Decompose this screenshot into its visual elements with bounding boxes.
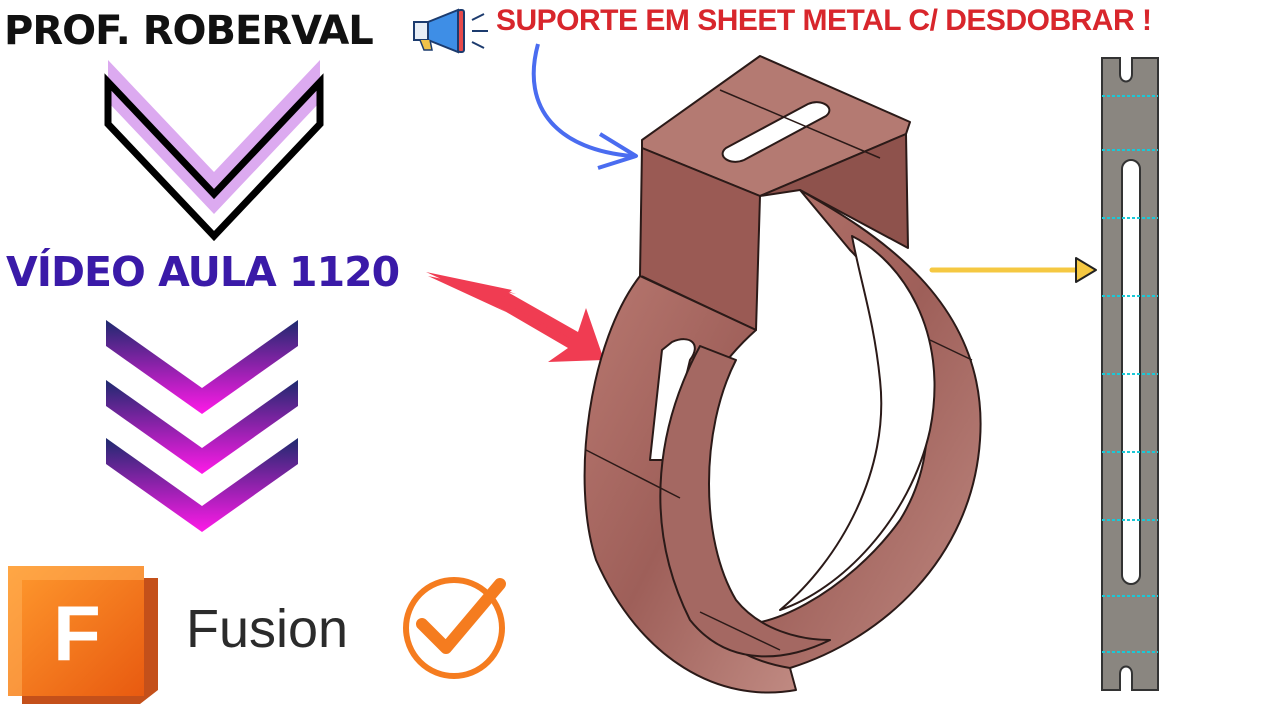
flat-pattern — [1101, 57, 1159, 691]
lesson-number: VÍDEO AULA 1120 — [6, 248, 400, 296]
fusion-logo-icon — [8, 566, 158, 704]
fusion-brand-name: Fusion — [186, 599, 349, 659]
curved-arrow-icon — [531, 43, 638, 170]
chevron-down-stack-icon — [106, 320, 298, 532]
author-name: PROF. ROBERVAL — [4, 8, 374, 54]
checkmark-circle-icon — [403, 577, 506, 679]
lightning-arrow-icon — [426, 272, 604, 362]
video-headline: SUPORTE EM SHEET METAL C/ DESDOBRAR ! — [496, 4, 1152, 37]
chevron-outline-icon — [104, 60, 324, 242]
megaphone-icon — [413, 8, 488, 54]
arrow-right-icon — [929, 257, 1097, 283]
bend-lines — [1102, 95, 1158, 653]
sheet-metal-part — [583, 55, 982, 694]
fusion-logo-letter: F — [53, 589, 101, 677]
